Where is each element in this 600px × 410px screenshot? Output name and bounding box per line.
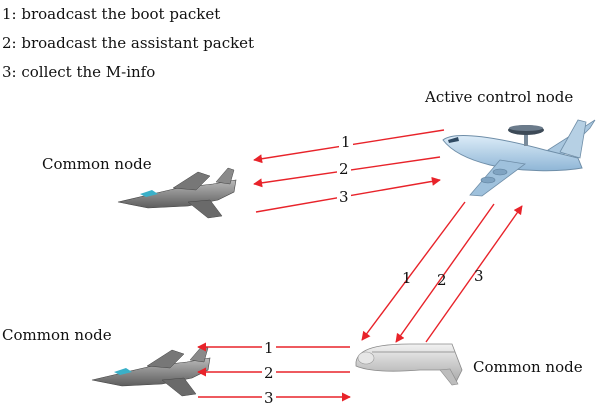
legend-item-3: 3: collect the M-info: [2, 63, 156, 81]
legend-item-2: 2: broadcast the assistant packet: [2, 34, 255, 52]
arrow-diag-3: [425, 205, 523, 343]
arrow-label-top-2: 2: [339, 160, 349, 178]
drone-icon: [355, 343, 463, 386]
legend-item-1: 1: broadcast the boot packet: [2, 5, 221, 23]
common-node-top-left-label: Common node: [42, 155, 152, 173]
arrow-label-diag-1: 1: [402, 269, 412, 287]
arrow-diag-1: [361, 201, 466, 341]
arrow-label-bottom-3: 3: [264, 389, 274, 407]
legend: 1: broadcast the boot packet 2: broadcas…: [2, 0, 254, 87]
fighter-jet-icon: [117, 167, 237, 219]
active-control-node-label: Active control node: [425, 88, 574, 106]
fighter-jet-icon: [91, 345, 211, 397]
arrow-label-bottom-1: 1: [264, 339, 274, 357]
arrow-label-bottom-2: 2: [264, 364, 274, 382]
common-node-bottom-left-label: Common node: [2, 326, 112, 344]
common-node-bottom-right-label: Common node: [473, 358, 583, 376]
arrow-label-top-3: 3: [339, 188, 349, 206]
arrow-label-diag-3: 3: [474, 267, 484, 285]
awacs-aircraft-icon: [442, 119, 596, 197]
arrow-diag-2: [395, 203, 495, 343]
arrow-label-diag-2: 2: [437, 271, 447, 289]
arrow-label-top-1: 1: [341, 133, 351, 151]
